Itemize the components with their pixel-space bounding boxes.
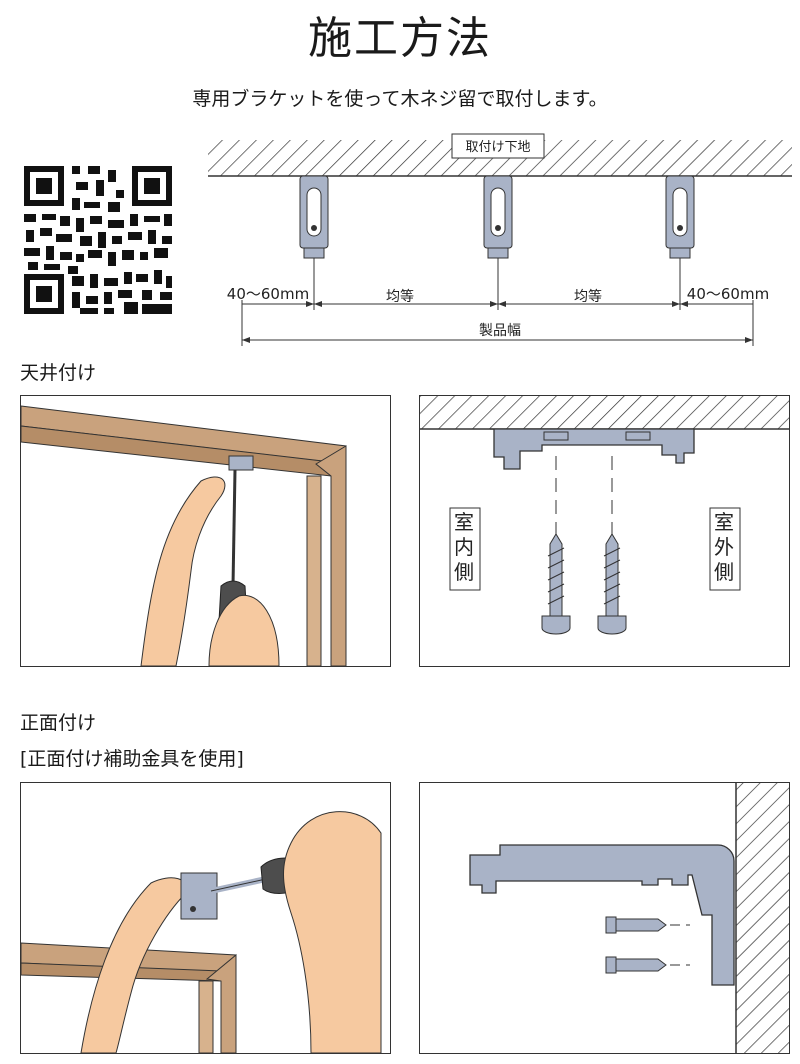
screw-left xyxy=(541,533,571,635)
bracket-2 xyxy=(483,175,513,259)
page-title: 施工方法 xyxy=(308,13,492,64)
ceiling-mount-heading: 天井付け xyxy=(20,362,97,384)
base-label-box xyxy=(451,133,545,159)
screw-right xyxy=(597,533,627,635)
front-mount-subheading: [正面付け補助金具を使用] xyxy=(20,748,244,770)
qr-code[interactable] xyxy=(20,162,176,318)
base-label: 取付け下地 xyxy=(465,140,531,155)
screw-upper xyxy=(605,916,690,934)
bracket-spacing-diagram xyxy=(208,133,792,346)
indoor-side-label: 室 内 側 xyxy=(454,510,474,584)
bracket-3 xyxy=(665,175,695,259)
outdoor-side-label: 室 外 側 xyxy=(714,510,734,584)
front-mount-heading: 正面付け xyxy=(20,712,97,734)
spacing-label-2: 均等 xyxy=(574,289,602,305)
product-width-label: 製品幅 xyxy=(479,323,521,339)
spacing-label-1: 均等 xyxy=(386,289,414,305)
ceiling-mount-illustration xyxy=(20,395,391,667)
ceiling-mount-section xyxy=(419,395,790,667)
right-margin-label: 40〜60mm xyxy=(686,285,770,303)
page-subtitle: 専用ブラケットを使って木ネジ留で取付します。 xyxy=(192,88,608,110)
front-mount-illustration xyxy=(20,782,391,1054)
bracket-1 xyxy=(299,175,329,259)
front-mount-section xyxy=(419,782,790,1054)
left-margin-label: 40〜60mm xyxy=(226,285,310,303)
screw-lower xyxy=(605,956,690,974)
